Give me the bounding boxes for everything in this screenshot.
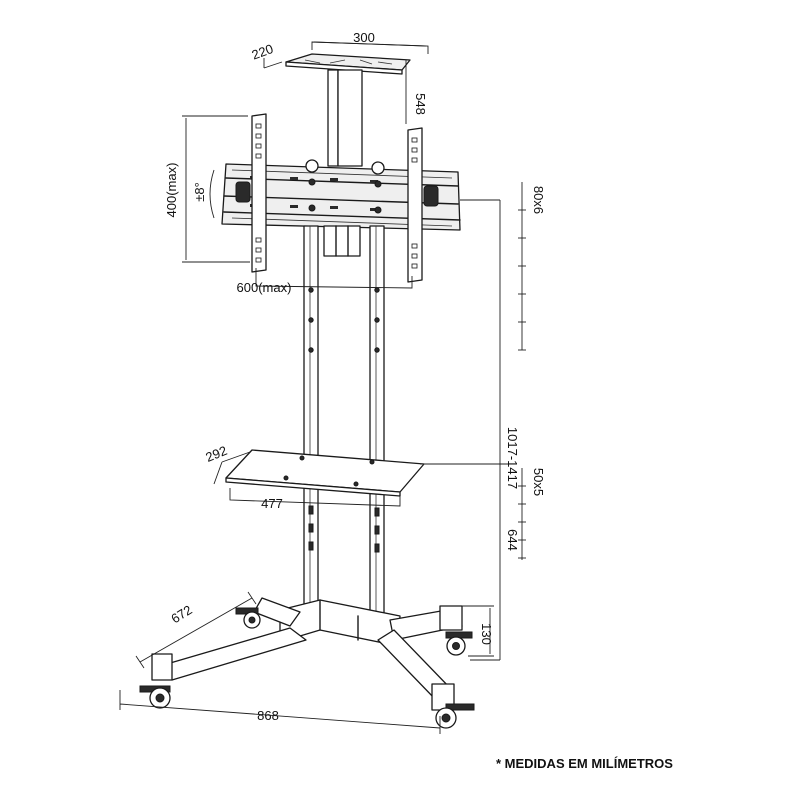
label-shelf-height: 644	[505, 529, 520, 551]
top-camera-shelf	[285, 53, 411, 167]
label-vesa-height: 400(max)	[164, 163, 179, 218]
label-total-height: 1017-1417	[505, 427, 520, 489]
caster-front-right	[435, 703, 475, 729]
label-mid-shelf-depth: 292	[203, 443, 229, 465]
upright-columns	[303, 225, 385, 623]
caster-back-left	[235, 607, 261, 629]
caster-front-left	[139, 685, 171, 709]
label-camera-shelf-height: 548	[413, 93, 428, 115]
label-base-width: 868	[257, 708, 279, 723]
label-top-shelf-width: 300	[353, 30, 375, 45]
rolling-base	[139, 597, 475, 729]
vesa-mount-bracket	[221, 113, 461, 283]
label-base-depth: 672	[168, 602, 194, 626]
dimension-lines	[119, 41, 526, 734]
units-note: * MEDIDAS EM MILÍMETROS	[496, 756, 673, 771]
label-tilt: ±8°	[192, 182, 207, 202]
label-shelf-steps: 50x5	[531, 468, 546, 496]
label-top-shelf-depth: 220	[250, 41, 276, 63]
label-bracket-steps: 80x6	[531, 186, 546, 214]
caster-back-right	[445, 631, 473, 656]
middle-shelf	[225, 449, 425, 497]
label-caster-height: 130	[479, 623, 494, 645]
label-vesa-width: 600(max)	[237, 280, 292, 295]
label-mid-shelf-width: 477	[261, 496, 283, 511]
